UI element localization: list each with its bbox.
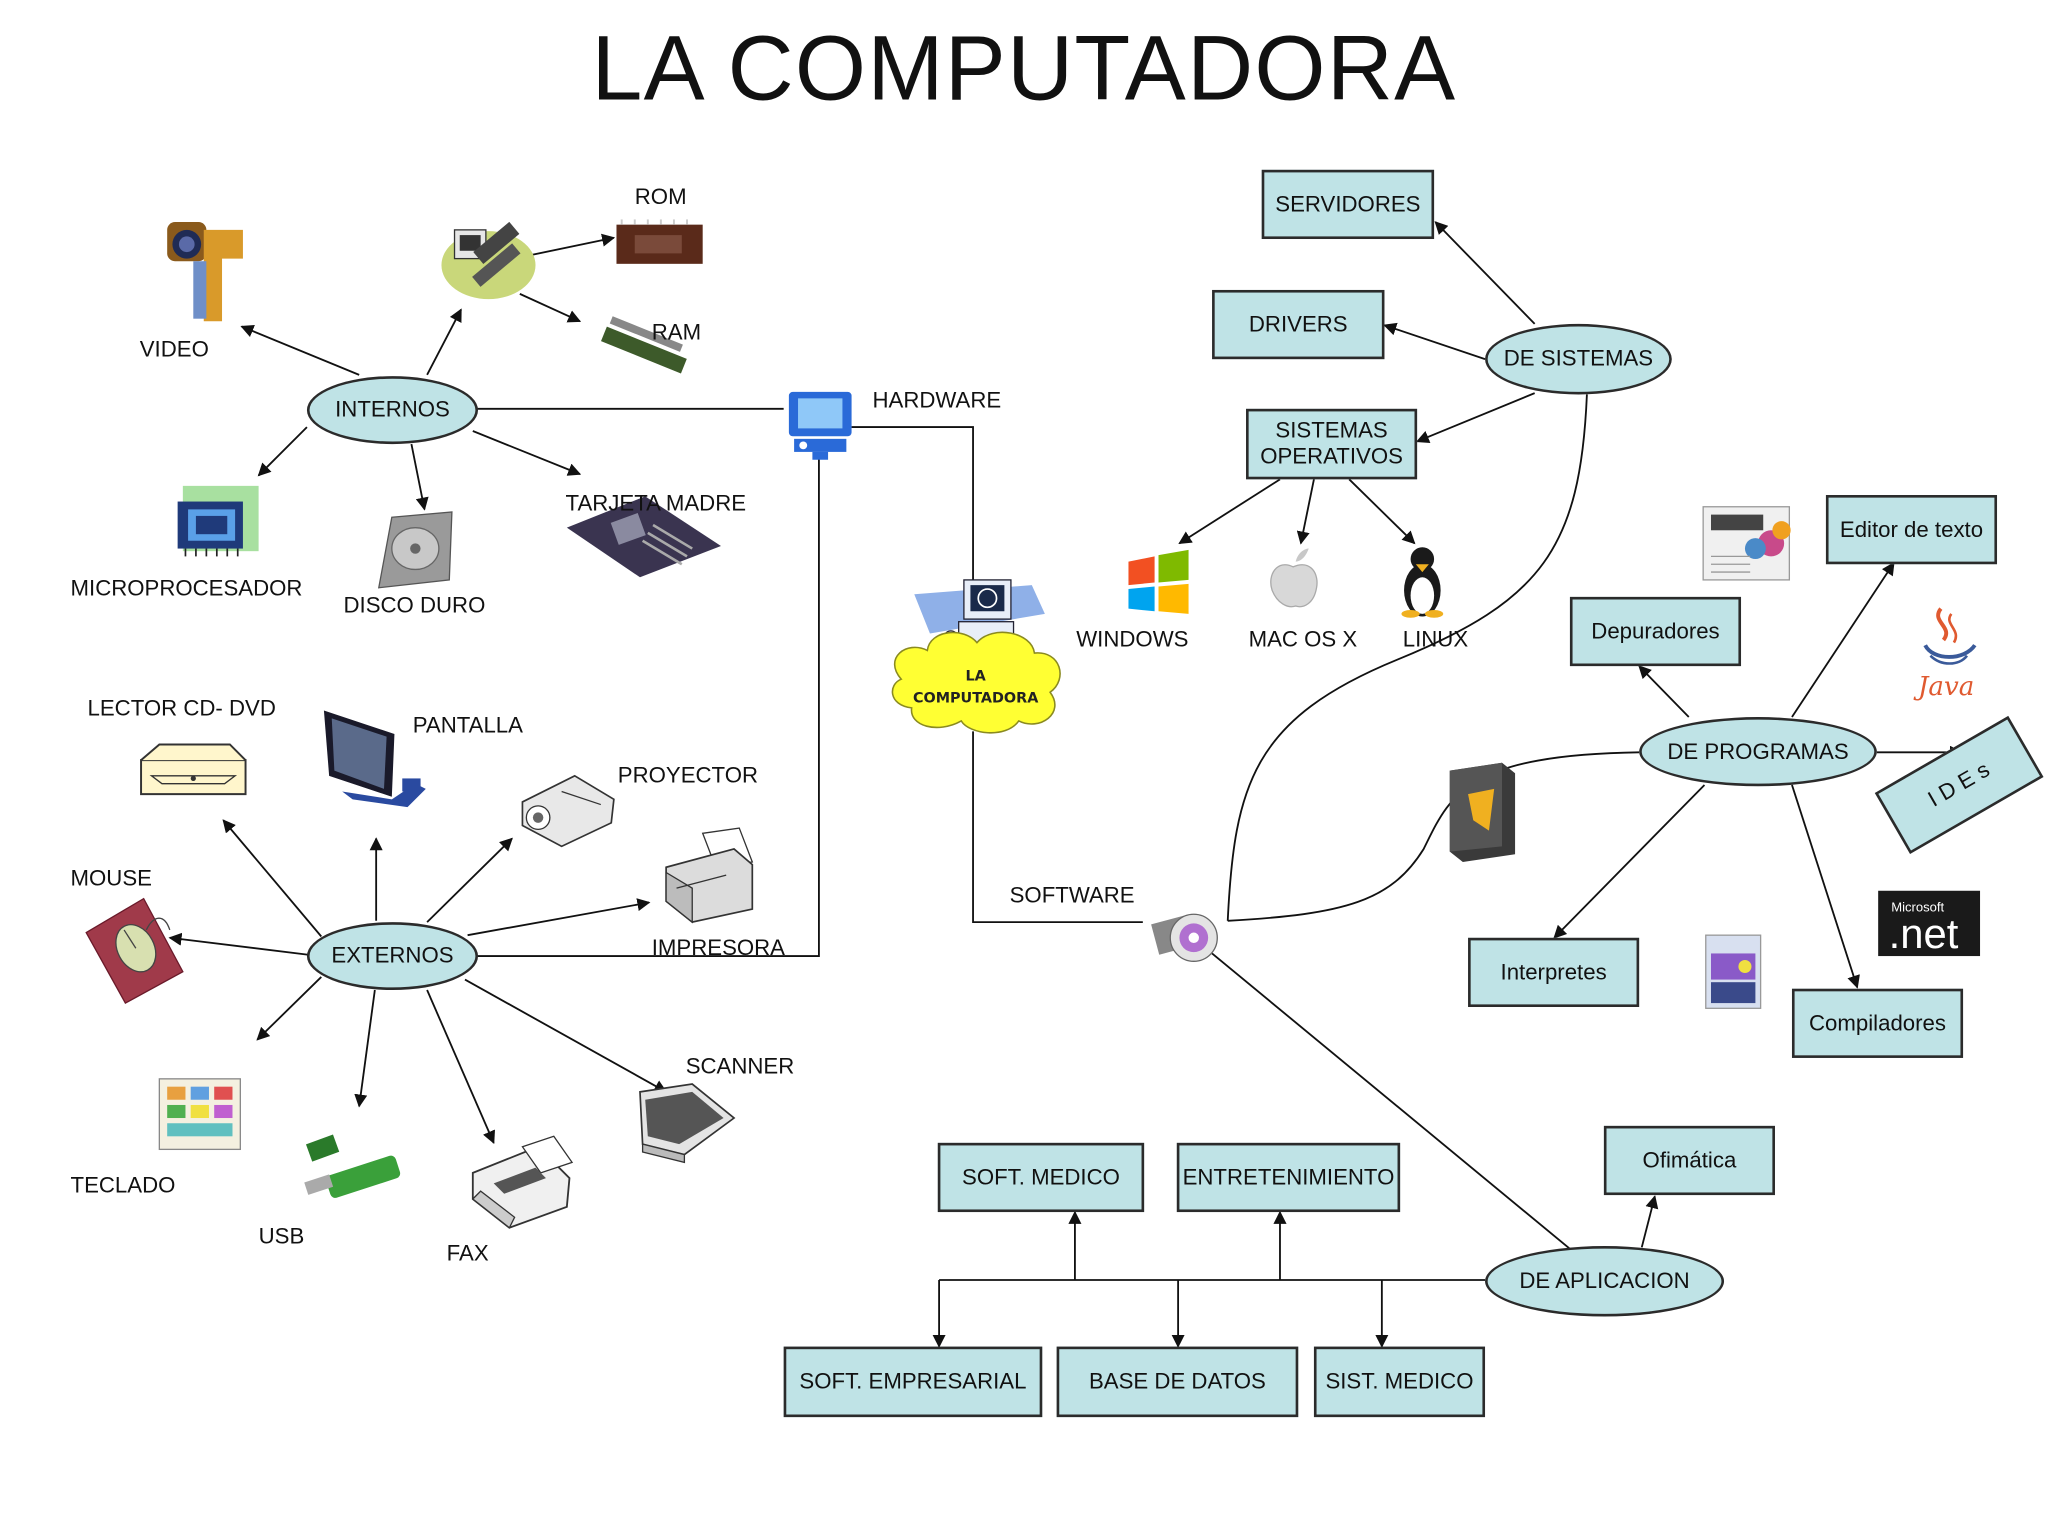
mac-label: MAC OS X [1248, 626, 1358, 652]
software-label: SOFTWARE [1009, 882, 1135, 908]
center-cloud: LA COMPUTADORA [891, 579, 1061, 734]
usb-label: USB [258, 1223, 305, 1249]
fax-label: FAX [446, 1240, 489, 1266]
impresora-label: IMPRESORA [651, 935, 786, 960]
externos-node: EXTERNOS [306, 922, 479, 991]
depuradores-box: Depuradores [1569, 596, 1742, 667]
monitor-icon [323, 710, 426, 808]
dotnet-logo-small-text: Microsoft [1891, 900, 1944, 915]
ide-software-box-icon [1705, 934, 1762, 1009]
software-disc-icon [1151, 913, 1218, 962]
sistemas-operativos-box: SISTEMAS OPERATIVOS [1246, 408, 1418, 480]
linux-label: LINUX [1402, 626, 1469, 652]
ram-module-icon [601, 316, 687, 374]
fax-icon [471, 1135, 574, 1229]
microprocesador-label: MICROPROCESADOR [70, 575, 303, 601]
hardware-label: HARDWARE [872, 387, 1002, 413]
disco-duro-label: DISCO DURO [343, 592, 486, 618]
keyboard-icon [158, 1078, 241, 1151]
drivers-box: DRIVERS [1212, 289, 1385, 360]
page-title: LA COMPUTADORA [591, 16, 1457, 119]
linux-penguin-icon [1401, 547, 1444, 618]
entretenimiento-box: ENTRETENIMIENTO [1176, 1142, 1401, 1213]
cd-dvd-drive-icon [140, 743, 247, 796]
base-datos-box: BASE DE DATOS [1056, 1346, 1299, 1418]
ofimatica-box: Ofimática [1603, 1125, 1775, 1196]
rom-label: ROM [634, 184, 687, 209]
proyector-label: PROYECTOR [617, 762, 759, 788]
projector-icon [521, 774, 615, 848]
soft-empresarial-box: SOFT. EMPRESARIAL [783, 1346, 1043, 1418]
windows-logo-icon [1128, 549, 1189, 614]
video-camera-icon [167, 222, 243, 322]
internos-node: INTERNOS [306, 376, 479, 445]
memory-modules-icon [441, 221, 536, 300]
scanner-icon [639, 1083, 736, 1164]
servidores-box: SERVIDORES [1261, 169, 1435, 240]
ram-label: RAM [651, 319, 702, 345]
center-label-line1: LA [966, 668, 987, 684]
center-label-line2: COMPUTADORA [913, 691, 1039, 707]
tarjeta-madre-label: TARJETA MADRE [565, 491, 747, 516]
dotnet-logo-text: .net [1889, 910, 1959, 957]
mouse-icon [85, 897, 184, 1004]
de-sistemas-node: DE SISTEMAS [1485, 323, 1672, 395]
visual-studio-box-icon [1702, 506, 1791, 581]
interpretes-box: Interpretes [1468, 937, 1640, 1008]
de-aplicacion-node: DE APLICACION [1485, 1246, 1725, 1317]
lector-label: LECTOR CD- DVD [87, 696, 276, 721]
compiladores-box: Compiladores [1791, 988, 1964, 1058]
hard-disk-icon [377, 511, 453, 589]
scanner-label: SCANNER [685, 1054, 795, 1079]
usb-drive-icon [304, 1134, 401, 1198]
soft-medico-box: SOFT. MEDICO [937, 1142, 1145, 1213]
printer-icon [665, 827, 754, 924]
apple-logo-icon [1270, 548, 1318, 608]
pantalla-label: PANTALLA [412, 713, 523, 738]
mouse-label: MOUSE [70, 865, 152, 891]
video-label: VIDEO [139, 336, 209, 362]
rom-chip-icon [616, 219, 703, 264]
windows-label: WINDOWS [1076, 626, 1189, 652]
editor-box: Editor de texto [1825, 495, 1998, 565]
sist-medico-box: SIST. MEDICO [1313, 1346, 1486, 1418]
de-programas-node: DE PROGRAMAS [1639, 717, 1877, 787]
teclado-label: TECLADO [70, 1172, 176, 1198]
motherboard-icon [566, 496, 721, 578]
java-logo-text: Java [1913, 672, 1974, 702]
microprocessor-icon [177, 485, 259, 557]
dreamweaver-box-icon [1449, 762, 1516, 863]
java-logo-icon: Java [1913, 607, 1977, 702]
hardware-computer-icon [788, 391, 852, 460]
dotnet-logo-icon: Microsoft .net [1878, 890, 1981, 957]
